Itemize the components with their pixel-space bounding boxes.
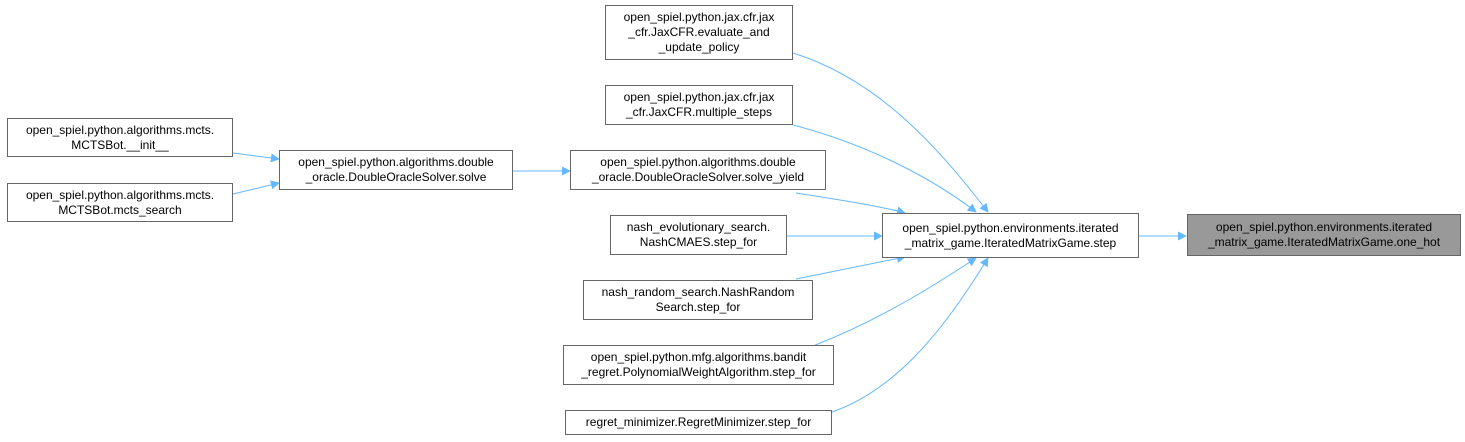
node-double-oracle-solve-yield[interactable]: open_spiel.python.algorithms.double _ora…: [570, 150, 826, 190]
node-mcts-init[interactable]: open_spiel.python.algorithms.mcts. MCTSB…: [7, 118, 233, 157]
edge-jax-multi-to-step: [792, 124, 977, 213]
node-label-line: Search.step_for: [655, 300, 741, 314]
edge-bandit-to-step: [812, 257, 977, 347]
node-label-line: NashCMAES.step_for: [639, 235, 758, 249]
edge-jax-eval-to-step: [792, 52, 989, 213]
node-label-line: nash_random_search.NashRandom: [601, 285, 795, 299]
node-label-line: open_spiel.python.mfg.algorithms.bandit: [590, 350, 807, 364]
node-label-line: open_spiel.python.jax.cfr.jax: [623, 10, 775, 24]
node-label-line: regret_minimizer.RegretMinimizer.step_fo…: [585, 415, 812, 429]
node-label-line: open_spiel.python.algorithms.double: [298, 155, 494, 169]
node-jax-multiple-steps[interactable]: open_spiel.python.jax.cfr.jax _cfr.JaxCF…: [605, 85, 793, 125]
edge-do-yield-to-step: [795, 192, 906, 216]
node-label-line: _matrix_game.IteratedMatrixGame.one_hot: [1207, 235, 1441, 249]
node-label-line: _regret.PolynomialWeightAlgorithm.step_f…: [581, 365, 816, 379]
node-label-line: nash_evolutionary_search.: [626, 220, 771, 234]
node-iterated-matrix-game-one-hot: open_spiel.python.environments.iterated …: [1187, 214, 1461, 256]
node-label-line: _update_policy: [658, 40, 740, 54]
node-nash-cmaes-step-for[interactable]: nash_evolutionary_search. NashCMAES.step…: [610, 215, 787, 255]
node-label-line: MCTSBot.mcts_search: [58, 202, 182, 217]
node-label-line: _oracle.DoubleOracleSolver.solve_yield: [591, 170, 805, 184]
edge-regret-to-step: [828, 257, 989, 414]
node-jax-evaluate-and-update-policy[interactable]: open_spiel.python.jax.cfr.jax _cfr.JaxCF…: [605, 5, 793, 60]
edge-mcts-init-to-do-solve: [232, 152, 280, 163]
node-label-line: _cfr.JaxCFR.multiple_steps: [625, 105, 773, 119]
node-label-line: MCTSBot.__init__: [71, 137, 169, 152]
node-label-line: _oracle.DoubleOracleSolver.solve: [305, 170, 487, 184]
node-label-line: open_spiel.python.jax.cfr.jax: [623, 90, 775, 104]
node-nash-random-search-step-for[interactable]: nash_random_search.NashRandom Search.ste…: [583, 280, 813, 320]
node-label-line: open_spiel.python.algorithms.double: [600, 155, 796, 169]
edge-mcts-search-to-do-solve: [232, 180, 280, 195]
node-mcts-search[interactable]: open_spiel.python.algorithms.mcts. MCTSB…: [7, 183, 233, 222]
node-label-line: _cfr.JaxCFR.evaluate_and: [628, 25, 770, 39]
node-label-line: open_spiel.python.environments.iterated: [1215, 220, 1433, 234]
node-label-line: open_spiel.python.environments.iterated: [902, 220, 1119, 235]
node-iterated-matrix-game-step[interactable]: open_spiel.python.environments.iterated …: [882, 213, 1139, 258]
node-label-line: open_spiel.python.algorithms.mcts.: [25, 122, 215, 137]
edge-nash-rand-to-step: [795, 254, 906, 280]
node-label-line: open_spiel.python.algorithms.mcts.: [25, 187, 215, 202]
node-regret-minimizer-step-for[interactable]: regret_minimizer.RegretMinimizer.step_fo…: [565, 410, 832, 435]
node-label-line: _matrix_game.IteratedMatrixGame.step: [904, 235, 1117, 250]
node-polynomial-weight-step-for[interactable]: open_spiel.python.mfg.algorithms.bandit …: [563, 345, 834, 385]
node-double-oracle-solve[interactable]: open_spiel.python.algorithms.double _ora…: [279, 150, 513, 190]
